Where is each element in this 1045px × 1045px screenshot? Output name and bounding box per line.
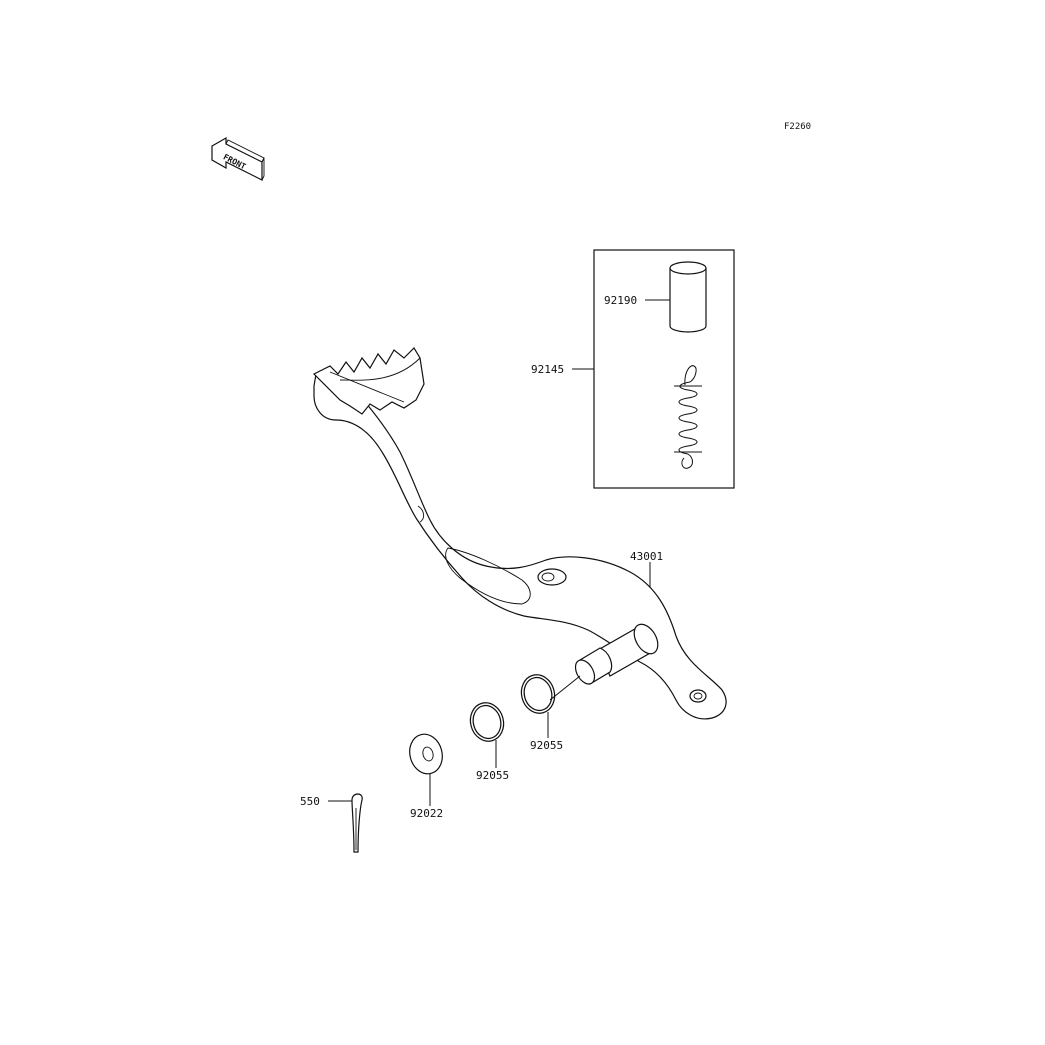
return-spring-part [674,365,702,469]
sleeve-part [669,261,707,333]
washer-part [409,733,443,775]
label-550: 550 [300,795,320,808]
label-92022: 92022 [410,807,443,820]
brake-pedal-part [312,347,727,720]
spring-kit-box [593,249,735,489]
o-ring-outer-part [469,702,505,742]
cotter-pin-part [351,793,363,853]
front-arrow-icon: FRONT [211,136,265,181]
label-43001: 43001 [630,550,663,563]
leader-92055-a [549,675,581,701]
label-92190: 92190 [604,294,637,307]
label-92055-inner: 92055 [530,739,563,752]
label-92055-outer: 92055 [476,769,509,782]
label-92145: 92145 [531,363,564,376]
o-ring-inner-part [520,674,556,714]
figure-code: F2260 [784,122,811,132]
